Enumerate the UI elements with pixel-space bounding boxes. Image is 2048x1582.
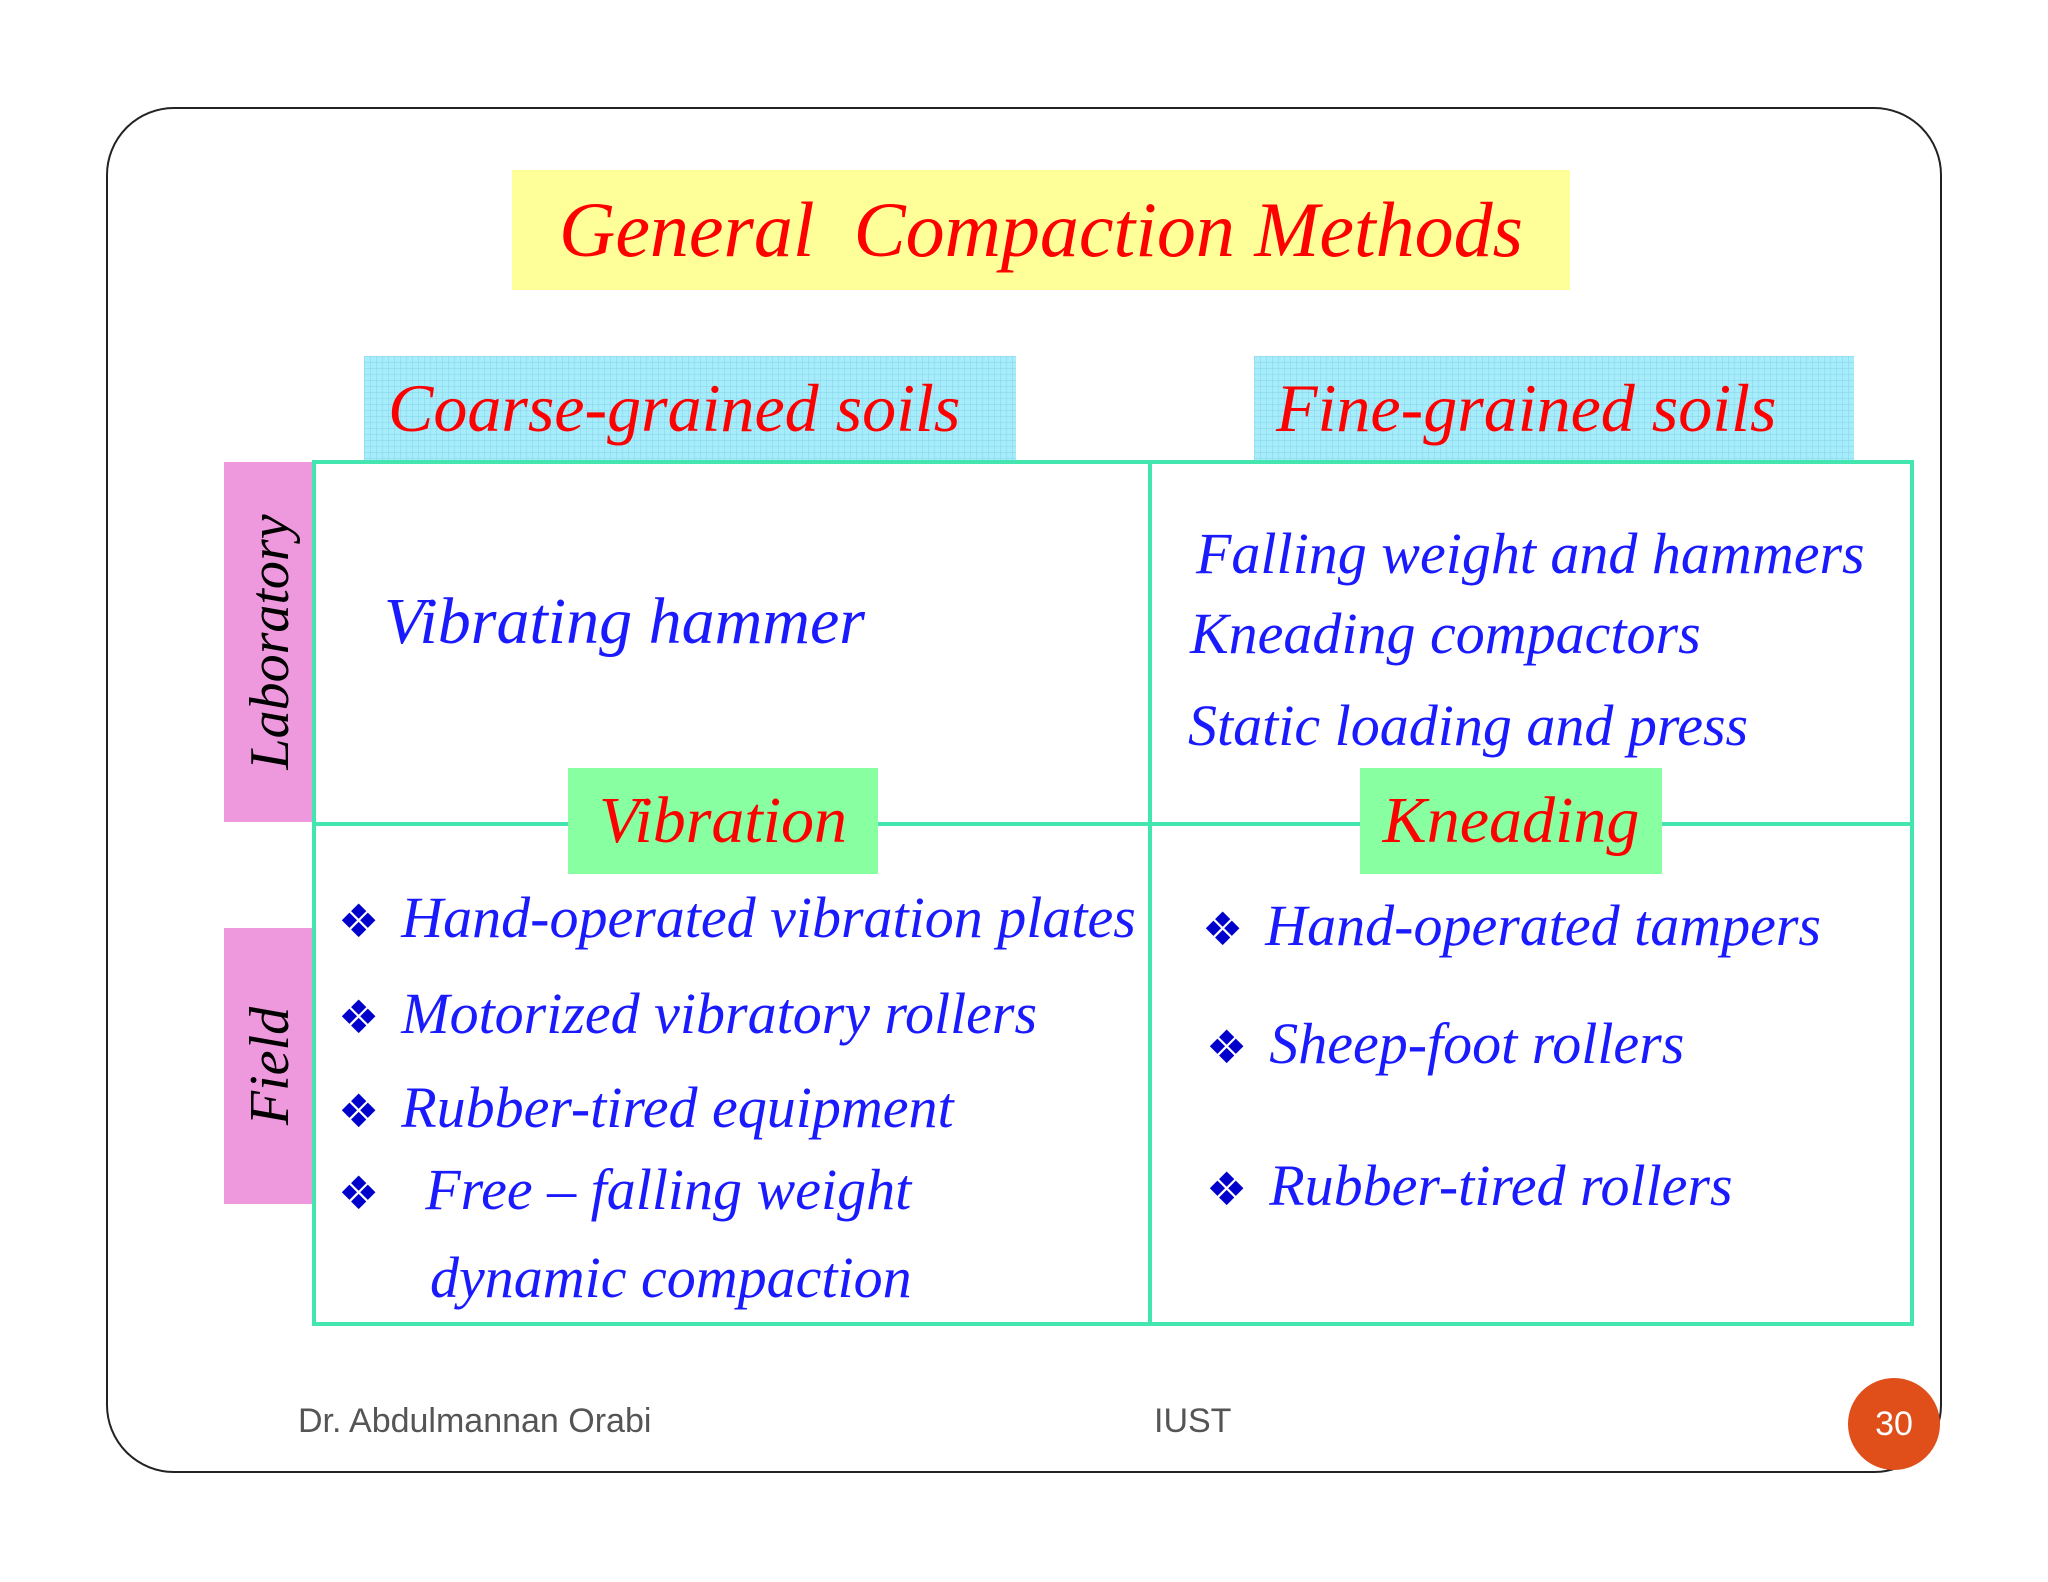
row-label-field: Field: [224, 928, 316, 1204]
methods-grid: [312, 460, 1914, 1326]
field-coarse-item: ❖ Motorized vibratory rollers: [338, 980, 1037, 1047]
diamond-cluster-icon: ❖: [338, 1084, 380, 1138]
diamond-cluster-icon: ❖: [338, 1166, 380, 1220]
field-coarse-item: ❖ Free – falling weight: [338, 1156, 911, 1223]
method-kneading: Kneading: [1360, 768, 1662, 874]
field-coarse-item-continuation: dynamic compaction: [430, 1245, 912, 1310]
method-kneading-label: Kneading: [1382, 784, 1640, 857]
slide-frame: [106, 107, 1942, 1473]
grid-divider-horizontal: [312, 822, 1914, 826]
footer-author: Dr. Abdulmannan Orabi: [298, 1402, 652, 1440]
diamond-cluster-icon: ❖: [1206, 1020, 1248, 1074]
diamond-cluster-icon: ❖: [1206, 1162, 1248, 1216]
field-coarse-item: ❖ Hand-operated vibration plates: [338, 884, 1136, 951]
lab-fine-method-3: Static loading and press: [1188, 693, 1749, 758]
field-coarse-item: ❖ Rubber-tired equipment: [338, 1074, 954, 1141]
column-header-fine: Fine-grained soils: [1254, 356, 1854, 460]
footer-institution: IUST: [1154, 1402, 1232, 1440]
field-coarse-item-label: Hand-operated vibration plates: [401, 885, 1136, 950]
diamond-cluster-icon: ❖: [338, 990, 380, 1044]
slide-title: General Compaction Methods: [558, 186, 1524, 273]
lab-fine-method-2: Kneading compactors: [1190, 601, 1701, 666]
field-coarse-item-label: Motorized vibratory rollers: [401, 981, 1038, 1046]
column-header-coarse: Coarse-grained soils: [364, 356, 1016, 460]
diamond-cluster-icon: ❖: [338, 894, 380, 948]
field-coarse-item-label: Rubber-tired equipment: [401, 1075, 954, 1140]
row-label-laboratory-text: Laboratory: [239, 514, 301, 770]
diamond-cluster-icon: ❖: [1202, 902, 1244, 956]
lab-fine-method-1: Falling weight and hammers: [1196, 521, 1865, 586]
field-fine-item-label: Rubber-tired rollers: [1269, 1153, 1733, 1218]
column-header-fine-label: Fine-grained soils: [1276, 369, 1777, 446]
field-fine-item: ❖ Rubber-tired rollers: [1206, 1152, 1733, 1219]
page-number: 30: [1875, 1404, 1913, 1443]
method-vibration-label: Vibration: [598, 784, 848, 857]
method-vibration: Vibration: [568, 768, 878, 874]
field-fine-item-label: Hand-operated tampers: [1265, 893, 1822, 958]
title-box: General Compaction Methods: [512, 170, 1570, 290]
page-number-badge: 30: [1848, 1378, 1940, 1470]
row-label-field-text: Field: [239, 1006, 301, 1126]
field-fine-item: ❖ Sheep-foot rollers: [1206, 1010, 1684, 1077]
field-fine-item: ❖ Hand-operated tampers: [1202, 892, 1821, 959]
field-fine-item-label: Sheep-foot rollers: [1269, 1011, 1685, 1076]
grid-divider-vertical: [1148, 460, 1152, 1326]
column-header-coarse-label: Coarse-grained soils: [388, 369, 961, 446]
lab-coarse-method: Vibrating hammer: [384, 585, 865, 658]
field-coarse-item-label: Free – falling weight: [425, 1157, 912, 1222]
row-label-laboratory: Laboratory: [224, 462, 316, 822]
